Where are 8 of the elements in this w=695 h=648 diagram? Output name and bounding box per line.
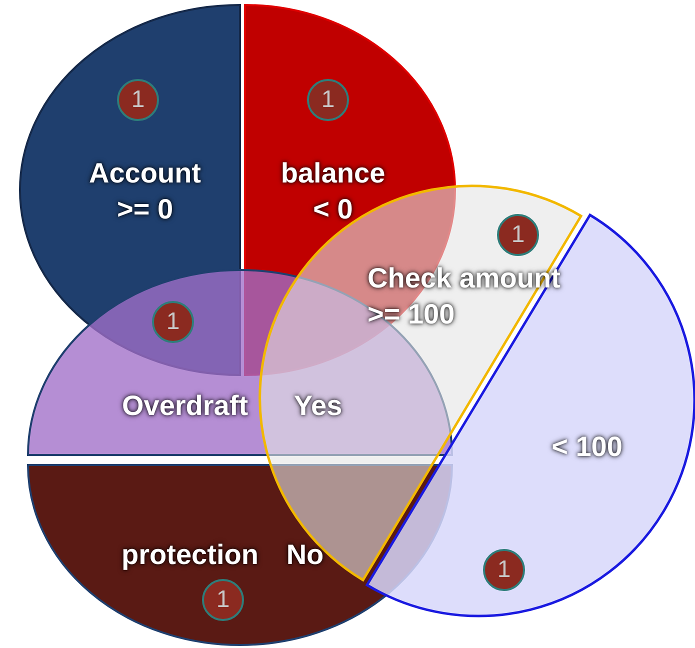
region-label: Yes [294, 388, 342, 423]
region-label: protection [122, 538, 258, 572]
region-label: Overdraft [122, 388, 248, 423]
region-label: balance < 0 [280, 156, 386, 227]
count-badge: 1 [497, 214, 539, 256]
region-label: < 100 [552, 430, 622, 464]
region-label: Account >= 0 [88, 156, 202, 227]
region-label: No [286, 538, 324, 572]
